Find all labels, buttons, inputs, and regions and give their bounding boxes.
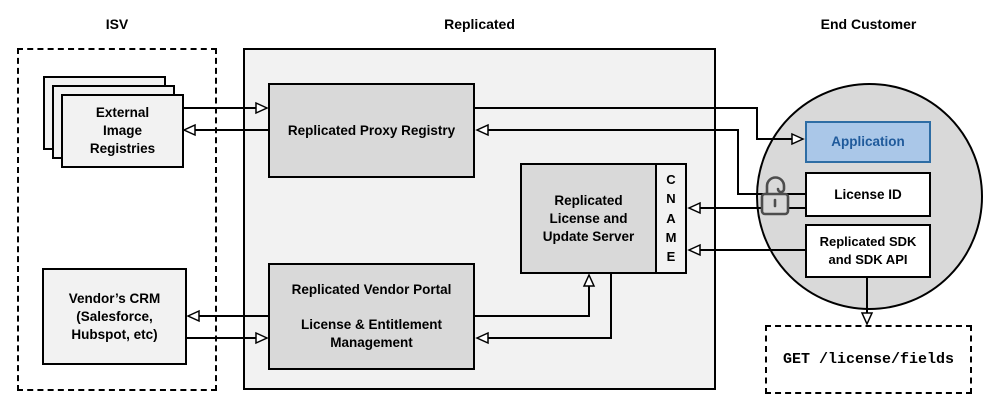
unlock-icon <box>760 176 790 216</box>
registries-label-line3: Registries <box>89 141 156 156</box>
license-server-label-line1: Replicated <box>554 192 623 208</box>
vendor-portal-line1: License & Entitlement <box>300 317 443 332</box>
vendor-portal-line2: Management <box>330 335 413 350</box>
crm-label-line1: Vendor’s CRM <box>68 290 161 306</box>
crm-label-line3: Hubspot, etc) <box>71 326 158 342</box>
replicated-proxy-registry-node: Replicated Proxy Registry <box>268 83 475 178</box>
vendor-portal-title: Replicated Vendor Portal <box>291 282 452 297</box>
vendor-crm-node: Vendor’s CRM (Salesforce, Hubspot, etc) <box>42 268 187 365</box>
cname-letter-a: A <box>666 210 676 226</box>
replicated-vendor-portal-node: Replicated Vendor Portal License & Entit… <box>268 263 475 370</box>
replicated-sdk-node: Replicated SDK and SDK API <box>805 224 931 278</box>
replicated-license-update-server-node: Replicated License and Update Server <box>520 163 657 274</box>
license-server-label-line3: Update Server <box>542 228 635 244</box>
cname-letter-e: E <box>666 249 676 264</box>
license-id-label: License ID <box>834 186 902 202</box>
cname-letter-m: M <box>665 229 677 245</box>
license-server-label-line2: License and <box>549 210 628 226</box>
arrow-sdk-to-get-head <box>860 312 874 326</box>
replicated-section-title: Replicated <box>444 16 515 32</box>
cname-node: C N A M E <box>655 163 687 274</box>
get-license-fields-label: GET /license/fields <box>782 351 955 368</box>
application-node: Application <box>805 121 931 163</box>
cname-letter-c: C <box>666 172 676 187</box>
registries-label-line2: Image <box>102 123 143 138</box>
isv-container <box>17 48 217 391</box>
get-license-fields-box: GET /license/fields <box>765 325 972 394</box>
end-customer-section-title: End Customer <box>820 16 917 32</box>
license-id-node: License ID <box>805 172 931 217</box>
sdk-label-line1: Replicated SDK <box>819 234 917 249</box>
external-image-registries-node: External Image Registries <box>61 94 184 168</box>
application-label: Application <box>831 134 905 149</box>
isv-section-title: ISV <box>105 16 129 32</box>
sdk-label-line2: and SDK API <box>828 252 908 267</box>
crm-label-line2: (Salesforce, <box>76 308 153 324</box>
cname-letter-n: N <box>666 191 676 207</box>
registries-label-line1: External <box>95 105 150 120</box>
proxy-registry-label: Replicated Proxy Registry <box>287 122 456 138</box>
